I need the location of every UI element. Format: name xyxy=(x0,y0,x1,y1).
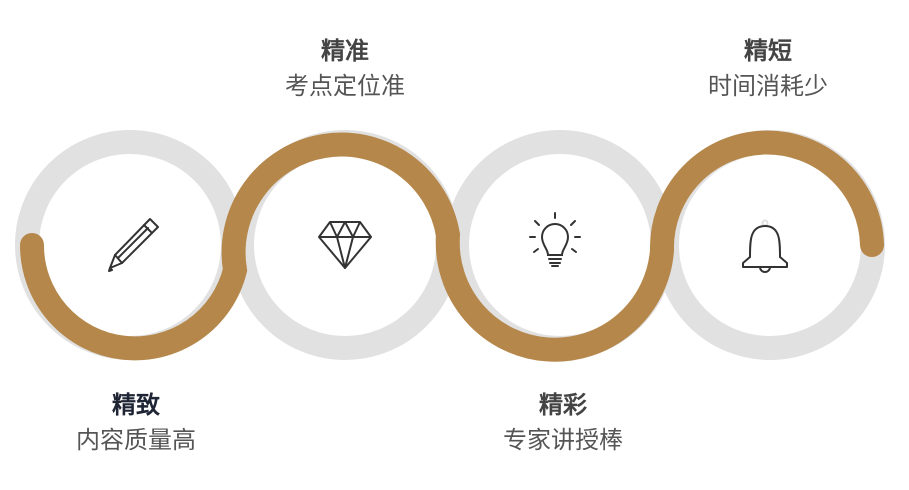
step-4-title: 精短 xyxy=(744,37,792,65)
step-4-subtitle: 时间消耗少 xyxy=(708,72,828,100)
step-2-label: 精准 考点定位准 xyxy=(235,34,455,104)
step-2-subtitle: 考点定位准 xyxy=(285,72,405,100)
step-1-subtitle: 内容质量高 xyxy=(76,426,196,454)
pencil-icon xyxy=(108,218,159,272)
step-4-label: 精短 时间消耗少 xyxy=(658,34,878,104)
step-1-title: 精致 xyxy=(112,391,160,419)
step-3-label: 精彩 专家讲授棒 xyxy=(453,388,673,458)
diamond-icon xyxy=(318,221,372,269)
step-1-label: 精致 内容质量高 xyxy=(26,388,246,458)
bell-icon xyxy=(742,219,788,273)
lightbulb-icon xyxy=(529,212,581,267)
step-2-title: 精准 xyxy=(321,37,369,65)
step-3-subtitle: 专家讲授棒 xyxy=(503,426,623,454)
step-3-title: 精彩 xyxy=(539,391,587,419)
gold-wave-path xyxy=(19,130,884,362)
